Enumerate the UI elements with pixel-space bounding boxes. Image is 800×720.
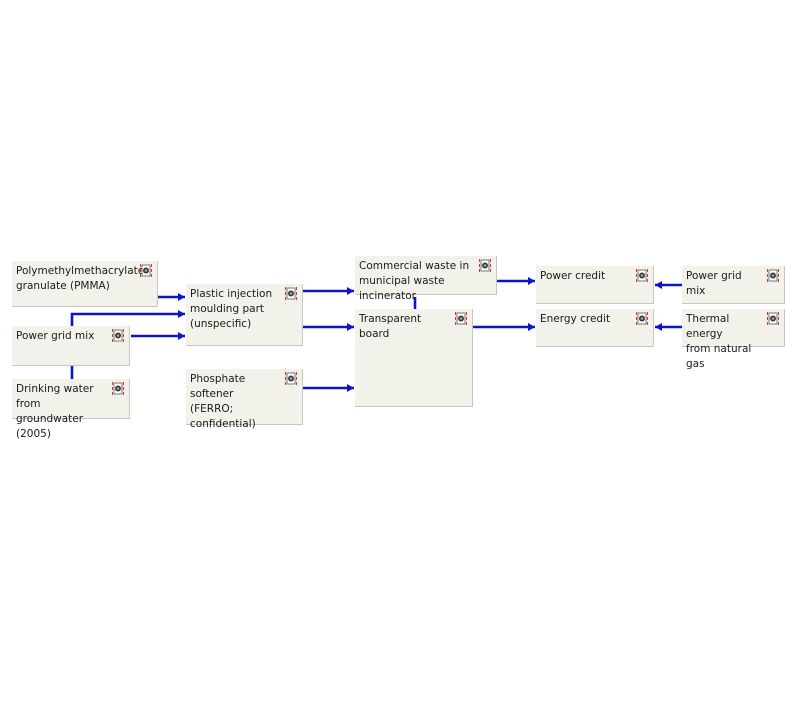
process-node-label: Commercial waste in municipal waste inci…	[359, 260, 470, 302]
process-node-grid1[interactable]: Power grid mix	[12, 326, 130, 366]
process-icon	[455, 312, 467, 325]
process-node-phosphate[interactable]: Phosphate softener (FERRO; confidential)	[186, 369, 303, 430]
arrowhead	[178, 332, 185, 340]
process-icon	[636, 312, 648, 325]
process-node-waste[interactable]: Commercial waste in municipal waste inci…	[355, 256, 497, 302]
edge-grid1-to-injection	[131, 332, 185, 340]
process-node-energycredit[interactable]: Energy credit	[536, 309, 654, 347]
process-icon	[285, 372, 297, 385]
process-icon	[636, 269, 648, 282]
process-node-label: Plastic injection moulding part (unspeci…	[190, 288, 273, 330]
process-node-label: Phosphate softener (FERRO; confidential)	[190, 373, 256, 430]
process-node-label: Power credit	[540, 270, 606, 282]
arrowhead	[178, 293, 185, 301]
process-icon	[112, 329, 124, 342]
process-icon	[767, 312, 779, 325]
edge-waste-to-powercredit	[497, 277, 535, 285]
process-icon	[140, 264, 152, 277]
process-node-pmma[interactable]: Polymethylmethacrylate granulate (PMMA)	[12, 261, 158, 307]
arrowhead	[528, 277, 535, 285]
process-node-grid2[interactable]: Power grid mix	[682, 266, 785, 304]
edge-injection-to-board	[303, 323, 354, 331]
edge-line	[70, 312, 185, 326]
process-icon	[479, 259, 491, 272]
edge-grid1-to-injection	[70, 310, 185, 326]
process-node-thermal[interactable]: Thermal energy from natural gas	[682, 309, 785, 370]
process-node-water[interactable]: Drinking water from groundwater (2005)	[12, 379, 130, 440]
edge-injection-to-waste	[303, 287, 354, 295]
edge-board-to-energycredit	[473, 323, 535, 331]
process-node-label: Power grid mix	[686, 270, 742, 297]
process-node-board[interactable]: Transparent board	[355, 309, 473, 407]
process-node-injection[interactable]: Plastic injection moulding part (unspeci…	[186, 284, 303, 346]
arrowhead	[347, 287, 354, 295]
process-icon	[285, 287, 297, 300]
arrowhead	[655, 323, 662, 331]
process-node-label: Thermal energy from natural gas	[686, 313, 752, 370]
edge-pmma-to-injection	[158, 293, 185, 301]
process-node-label: Drinking water from groundwater (2005)	[16, 383, 94, 440]
process-node-powercredit[interactable]: Power credit	[536, 266, 654, 304]
process-icon	[112, 382, 124, 395]
arrowhead	[347, 323, 354, 331]
process-icon	[767, 269, 779, 282]
process-node-label: Transparent board	[359, 313, 422, 340]
edge-thermal-to-energycredit	[655, 323, 682, 331]
arrowhead	[347, 384, 354, 392]
arrowhead	[528, 323, 535, 331]
arrowhead	[178, 310, 185, 318]
process-node-label: Power grid mix	[16, 330, 95, 342]
edge-phosphate-to-board	[303, 384, 354, 392]
process-node-label: Energy credit	[540, 313, 611, 325]
process-node-label: Polymethylmethacrylate granulate (PMMA)	[16, 265, 145, 292]
edge-grid2-to-powercredit	[655, 281, 682, 289]
arrowhead	[655, 281, 662, 289]
